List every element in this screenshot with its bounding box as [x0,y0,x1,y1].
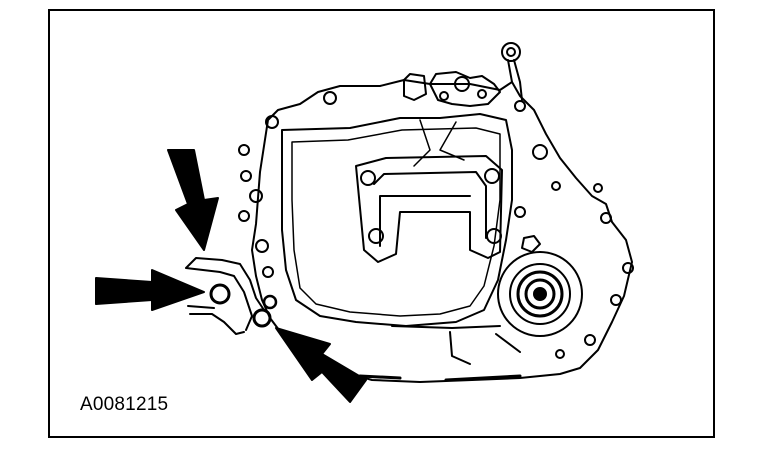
upper-callout-arrow [167,149,219,251]
axle-seal [497,251,583,337]
lower-bolt [252,308,272,328]
case-bolts [238,100,634,359]
stud-nut [209,283,231,305]
dipstick-tube [507,59,523,101]
figure-id-label: A0081215 [80,394,169,415]
removal-bracket [185,257,265,335]
top-valve-housing [429,71,501,107]
dipstick-ring [501,42,521,62]
left-callout-arrow [95,269,205,311]
figure-border [48,9,715,438]
center-bracket [355,155,503,263]
side-cover [281,113,513,327]
upper-bolt [262,294,278,310]
lower-callout-arrow [275,327,367,403]
case-outline [251,79,633,383]
